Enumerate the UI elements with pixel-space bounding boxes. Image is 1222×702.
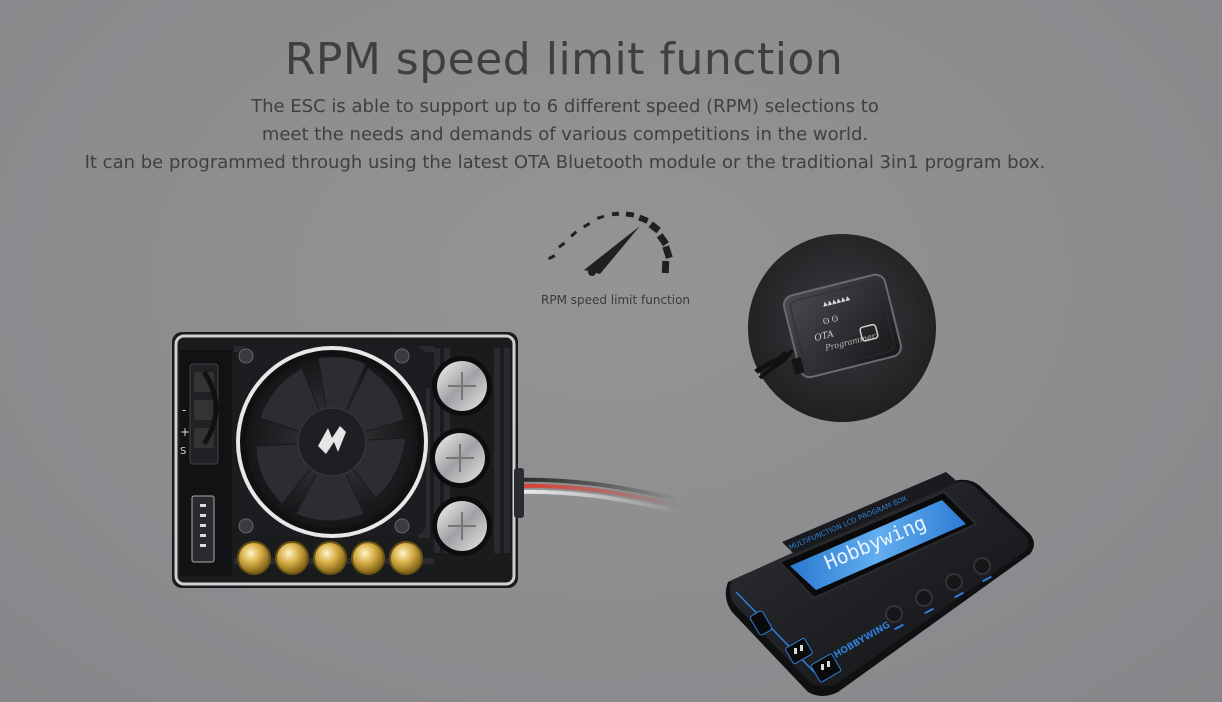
polarity-plus: + — [180, 425, 190, 439]
ota-bluetooth-module-image: ▲▲▲▲▲▲ ʘ ʘ OTA Programmer — [748, 234, 936, 422]
esc-controller-image: - + S — [172, 332, 524, 588]
esc-wires — [510, 477, 680, 514]
page-title: RPM speed limit function — [284, 34, 844, 85]
hw-logo-icon — [318, 426, 346, 454]
description-line-1: The ESC is able to support up to 6 diffe… — [251, 96, 879, 117]
polarity-signal: S — [180, 446, 186, 457]
gauge-caption: RPM speed limit function — [541, 293, 691, 307]
speedometer-icon — [547, 211, 673, 276]
description-line-2: meet the needs and demands of various co… — [261, 124, 869, 145]
description-line-3: It can be programmed through using the l… — [84, 152, 1046, 173]
description: The ESC is able to support up to 6 diffe… — [0, 93, 1130, 177]
svg-text:OTA: OTA — [814, 329, 836, 344]
svg-text:ʘ ʘ: ʘ ʘ — [822, 314, 840, 327]
polarity-minus: - — [182, 403, 186, 417]
program-box-image: MULTIFUNCTION LCD PROGRAM BOX Hobbywing … — [725, 472, 1034, 696]
